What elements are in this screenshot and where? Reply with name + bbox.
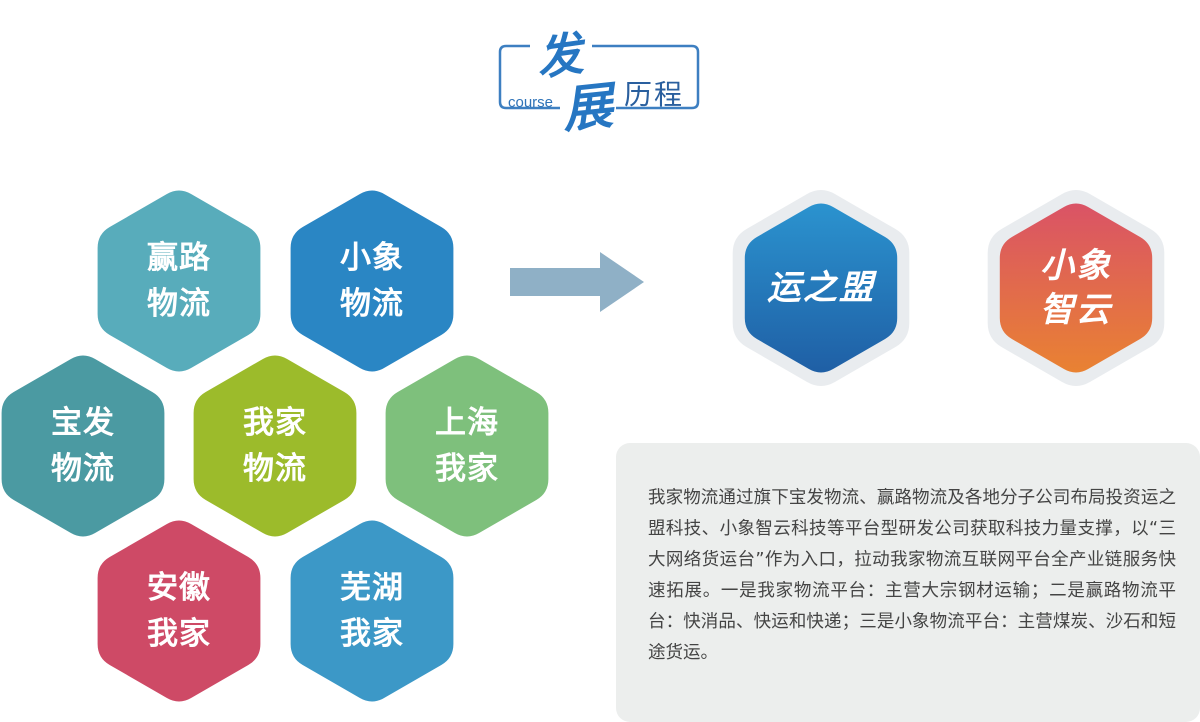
hexagon-shape (290, 520, 454, 702)
hexagon-shape (193, 355, 357, 537)
hex-label-line1: 上海 (435, 405, 499, 441)
hex-label-line2: 物流 (243, 451, 307, 487)
hex-label-line1: 小象 (340, 240, 404, 276)
platform-label-line1: 运之盟 (767, 268, 875, 308)
hex-xiaoxiang-zhiyun: 小象智云 (983, 185, 1169, 391)
hexagon-shape (999, 203, 1153, 373)
platform-label-line1: 小象 (1040, 246, 1112, 286)
hex-label-line2: 物流 (147, 286, 211, 322)
hexagon-shape (97, 190, 261, 372)
platform-label-line2: 智云 (1040, 290, 1112, 330)
hex-label-line1: 芜湖 (340, 570, 404, 606)
hex-label-line2: 物流 (340, 286, 404, 322)
hex-yunzhimeng: 运之盟 (728, 185, 914, 391)
hexagon-shape (385, 355, 549, 537)
hexagon-shape (290, 190, 454, 372)
hex-label-line2: 我家 (147, 616, 211, 652)
right-arrow-icon (510, 252, 644, 312)
hex-anhui-wojia: 安徽我家 (93, 516, 265, 706)
hex-shanghai-wojia: 上海我家 (381, 351, 553, 541)
hex-wuhu-wojia: 芜湖我家 (286, 516, 458, 706)
hex-label-line2: 我家 (435, 451, 499, 487)
hexagon-shape (744, 203, 898, 373)
hex-label-line1: 宝发 (51, 405, 115, 441)
description-text: 我家物流通过旗下宝发物流、赢路物流及各地分子公司布局投资运之盟科技、小象智云科技… (648, 488, 1176, 663)
hex-baofa-logistics: 宝发物流 (0, 351, 169, 541)
section-header: course 发 展 历程 (496, 16, 706, 139)
header-char-2: 展 (559, 75, 616, 140)
hex-label-line1: 赢路 (147, 240, 211, 276)
hex-label-line2: 我家 (340, 616, 404, 652)
hex-wojia-logistics: 我家物流 (189, 351, 361, 541)
header-course-text: course (508, 94, 554, 111)
hex-label-line2: 物流 (51, 451, 115, 487)
hexagon-shape (1, 355, 165, 537)
hex-label-line1: 安徽 (147, 570, 211, 606)
hex-yinglu-logistics: 赢路物流 (93, 186, 265, 376)
hex-label-line1: 我家 (243, 405, 307, 441)
hexagon-shape (97, 520, 261, 702)
header-frame (498, 44, 700, 110)
description-panel: 我家物流通过旗下宝发物流、赢路物流及各地分子公司布局投资运之盟科技、小象智云科技… (616, 443, 1200, 722)
hex-xiaoxiang-logistics: 小象物流 (286, 186, 458, 376)
header-history-text: 历程 (624, 78, 685, 111)
